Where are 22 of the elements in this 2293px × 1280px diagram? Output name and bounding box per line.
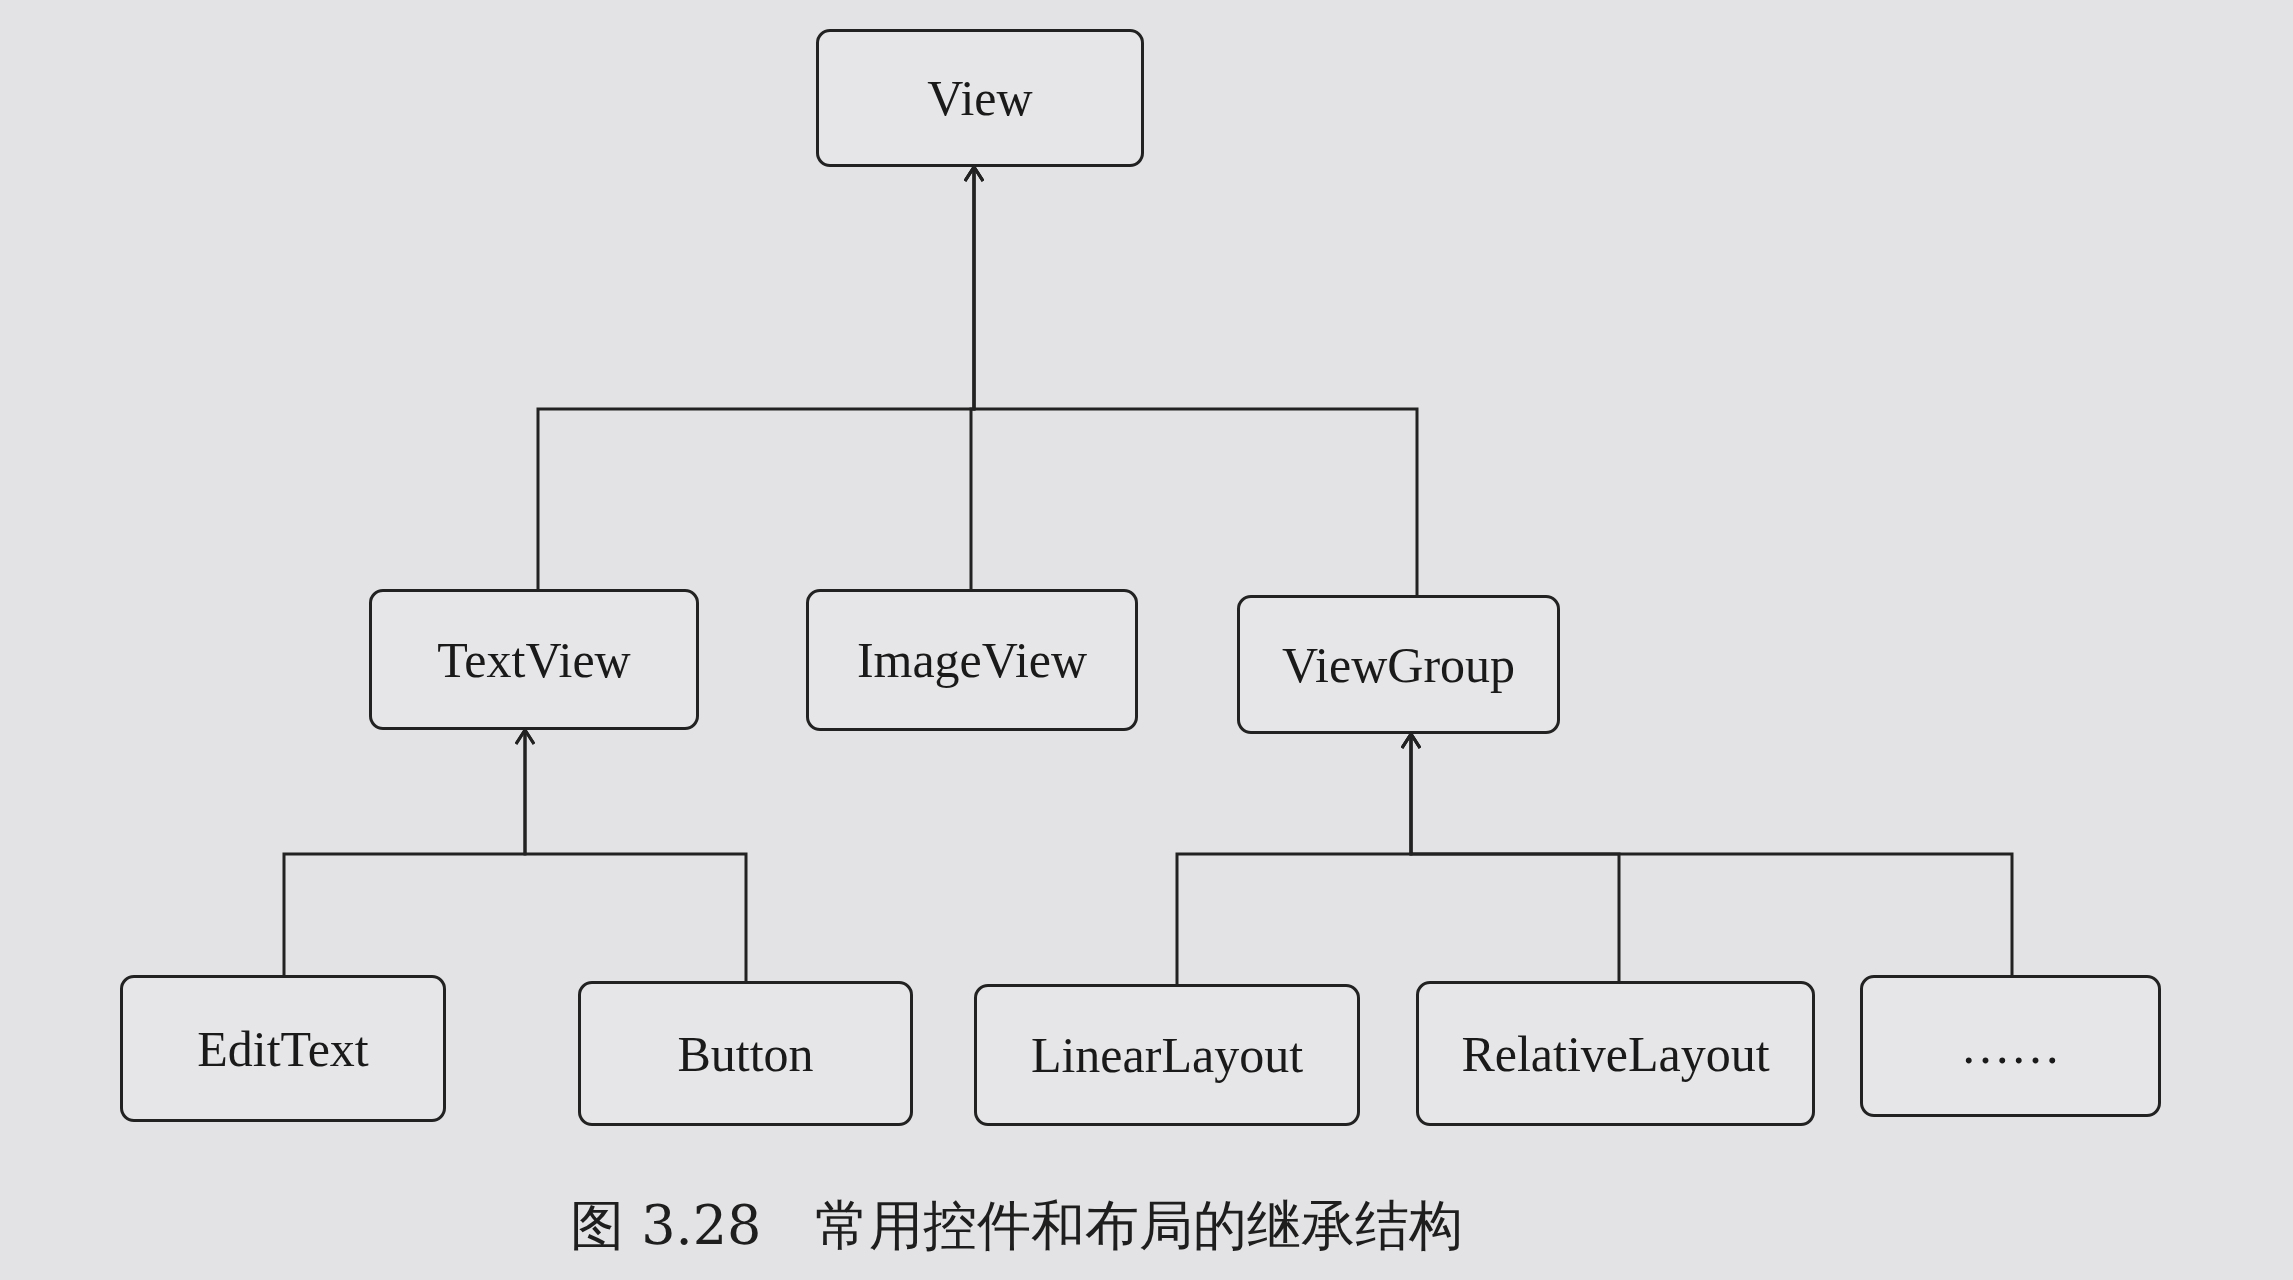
inheritance-arrow [514,728,748,981]
class-box [369,589,699,730]
inheritance-arrow [1400,732,2014,975]
class-name: View [927,69,1033,127]
class-name: Button [677,1024,814,1083]
class-name: …… [1960,1017,2061,1075]
inheritance-arrow [963,165,1419,595]
class-name: RelativeLayout [1461,1024,1770,1083]
class-name: EditText [197,1019,369,1078]
class-box [974,984,1360,1126]
class-name: LinearLayout [1030,1026,1304,1084]
figure-caption: 图 3.28 常用控件和布局的继承结构 [570,1193,1464,1259]
class-name: ViewGroup [1281,635,1516,694]
class-box [1860,975,2161,1117]
class-box [816,29,1144,167]
class-box [120,975,446,1122]
class-name: ImageView [856,631,1088,689]
class-box [806,589,1138,731]
class-box [578,981,913,1126]
class-box [1416,981,1815,1126]
class-name: TextView [437,630,631,689]
class-box [1237,595,1560,734]
